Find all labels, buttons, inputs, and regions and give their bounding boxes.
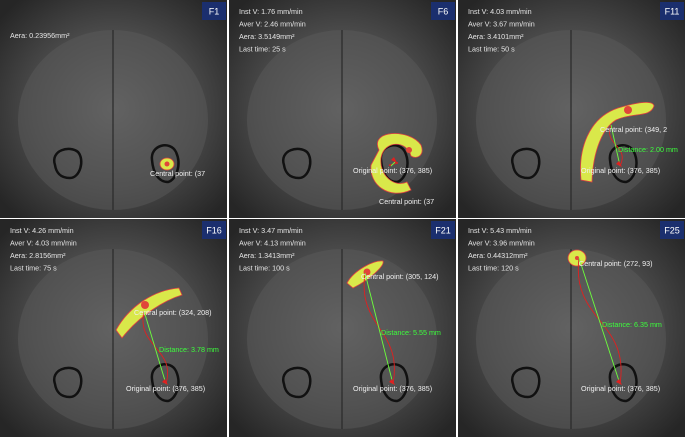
stat-line: Aera: 3.4101mm² bbox=[468, 32, 524, 41]
stat-line: Aera: 2.8156mm² bbox=[10, 251, 66, 260]
stat-line: Aver V: 2.46 mm/min bbox=[239, 20, 306, 29]
stat-line: Last time: 100 s bbox=[239, 264, 290, 273]
dark-ring-right bbox=[150, 144, 180, 184]
overlay: Central point: (305, 124) Original point:… bbox=[346, 260, 441, 393]
stat-line: Inst V: 3.47 mm/min bbox=[239, 226, 303, 235]
central-point-label: Central point: (305, 124) bbox=[361, 272, 439, 281]
stat-line: Aver V: 3.96 mm/min bbox=[468, 239, 535, 248]
stat-line: Aera: 1.3413mm² bbox=[239, 251, 295, 260]
tracked-region bbox=[580, 102, 655, 183]
region-core bbox=[575, 256, 579, 260]
overlay: Central point: (272, 93) Original point: … bbox=[567, 249, 662, 393]
distance-line bbox=[610, 124, 621, 167]
dark-ring-left bbox=[510, 147, 541, 180]
stat-line: Inst V: 4.03 mm/min bbox=[468, 7, 532, 16]
arrow-head-icon bbox=[616, 161, 622, 167]
frame-label: F16 bbox=[206, 226, 222, 236]
stat-line: Aver V: 3.67 mm/min bbox=[468, 20, 535, 29]
distance-line bbox=[143, 310, 167, 385]
overlay: Central point: (37 Original point: (376, … bbox=[353, 133, 434, 206]
tracked-region bbox=[115, 287, 183, 339]
central-point-label: Central point: (349, 2 bbox=[600, 125, 667, 134]
distance-label: Distance: 2.00 mm bbox=[618, 145, 678, 154]
panel-f16: Central point: (324, 208) Original point:… bbox=[0, 219, 227, 437]
dark-ring-right bbox=[150, 363, 180, 403]
panel-f25: Central point: (272, 93) Original point: … bbox=[458, 219, 685, 437]
overlay: Central point: (324, 208) Original point:… bbox=[115, 287, 219, 393]
distance-line bbox=[364, 272, 394, 385]
region-core bbox=[624, 106, 632, 114]
arrow-head-icon bbox=[391, 157, 397, 163]
dark-ring-right bbox=[608, 363, 638, 403]
region-core bbox=[406, 147, 412, 153]
distance-label: Distance: 3.78 mm bbox=[159, 345, 219, 354]
frame-label: F6 bbox=[438, 7, 449, 17]
distance-line bbox=[390, 161, 396, 167]
dark-ring-left bbox=[52, 366, 83, 399]
stat-line: Inst V: 1.76 mm/min bbox=[239, 7, 303, 16]
frame-label-box bbox=[660, 221, 684, 239]
trajectory-path bbox=[363, 272, 395, 385]
central-point-label: Central point: (272, 93) bbox=[579, 259, 653, 268]
frame-label-box bbox=[660, 2, 684, 20]
panel-f1: Central point: (37 Aera: 0.23956mm² F1 bbox=[0, 0, 227, 218]
central-point-label: Central point: (324, 208) bbox=[134, 308, 212, 317]
central-point-label: Central point: (37 bbox=[379, 197, 434, 206]
arrow-head-icon bbox=[616, 379, 622, 385]
stat-line: Last time: 120 s bbox=[468, 264, 519, 273]
stat-line: Inst V: 4.26 mm/min bbox=[10, 226, 74, 235]
frame-label-box bbox=[202, 221, 226, 239]
panel-content: Central point: (37 Original point: (376, … bbox=[229, 0, 456, 218]
stat-line: Aver V: 4.13 mm/min bbox=[239, 239, 306, 248]
original-point-label: Original point: (376, 385) bbox=[126, 384, 205, 393]
trajectory-path bbox=[577, 257, 622, 385]
panel-f11: Central point: (349, 2 Original point: (3… bbox=[458, 0, 685, 218]
panel-content: Central point: (324, 208) Original point:… bbox=[0, 219, 227, 437]
frame-label: F25 bbox=[664, 226, 680, 236]
overlay: Central point: (349, 2 Original point: (3… bbox=[580, 102, 678, 183]
original-point-label: Original point: (376, 385) bbox=[353, 166, 432, 175]
dark-ring-right bbox=[379, 363, 409, 403]
central-point-label: Central point: (37 bbox=[150, 169, 205, 178]
region-core bbox=[164, 161, 170, 167]
arrow-head-icon bbox=[389, 379, 395, 385]
frame-label-box bbox=[202, 2, 226, 20]
distance-label: Distance: 6.35 mm bbox=[602, 320, 662, 329]
frame-label-box bbox=[431, 2, 455, 20]
dark-ring-left bbox=[510, 366, 541, 399]
frame-label-box bbox=[431, 221, 455, 239]
panel-content: Central point: (349, 2 Original point: (3… bbox=[458, 0, 685, 218]
frame-label: F21 bbox=[435, 226, 451, 236]
stat-line: Aver V: 4.03 mm/min bbox=[10, 239, 77, 248]
stat-line: Inst V: 5.43 mm/min bbox=[468, 226, 532, 235]
stat-line: Last time: 75 s bbox=[10, 264, 57, 273]
dark-ring-left bbox=[281, 366, 312, 399]
dark-ring-left bbox=[281, 147, 312, 180]
original-point-label: Original point: (376, 385) bbox=[353, 384, 432, 393]
panel-content: Central point: (305, 124) Original point:… bbox=[229, 219, 456, 437]
panel-f6: Central point: (37 Original point: (376, … bbox=[229, 0, 456, 218]
stat-line: Aera: 3.5149mm² bbox=[239, 32, 295, 41]
stat-line: Last time: 50 s bbox=[468, 45, 515, 54]
frame-label: F11 bbox=[665, 7, 680, 17]
stat-line: Aera: 0.23956mm² bbox=[10, 31, 70, 40]
panel-content: Central point: (272, 93) Original point: … bbox=[458, 219, 685, 437]
arrow-head-icon bbox=[162, 379, 168, 385]
original-point-label: Original point: (376, 385) bbox=[581, 166, 660, 175]
trajectory-path bbox=[142, 310, 169, 385]
stat-line: Aera: 0.44312mm² bbox=[468, 251, 528, 260]
frame-label: F1 bbox=[209, 7, 220, 17]
region-core bbox=[141, 301, 149, 309]
original-point-label: Original point: (376, 385) bbox=[581, 384, 660, 393]
panel-f21: Central point: (305, 124) Original point:… bbox=[229, 219, 456, 437]
dark-ring-left bbox=[52, 147, 83, 180]
trajectory-path bbox=[609, 124, 623, 167]
overlay: Central point: (37 bbox=[150, 157, 205, 178]
dark-ring-right bbox=[608, 144, 638, 184]
distance-label: Distance: 5.55 mm bbox=[381, 328, 441, 337]
panel-content: Central point: (37 Aera: 0.23956mm² F1 bbox=[0, 0, 227, 218]
stat-line: Last time: 25 s bbox=[239, 45, 286, 54]
distance-line bbox=[578, 257, 621, 385]
